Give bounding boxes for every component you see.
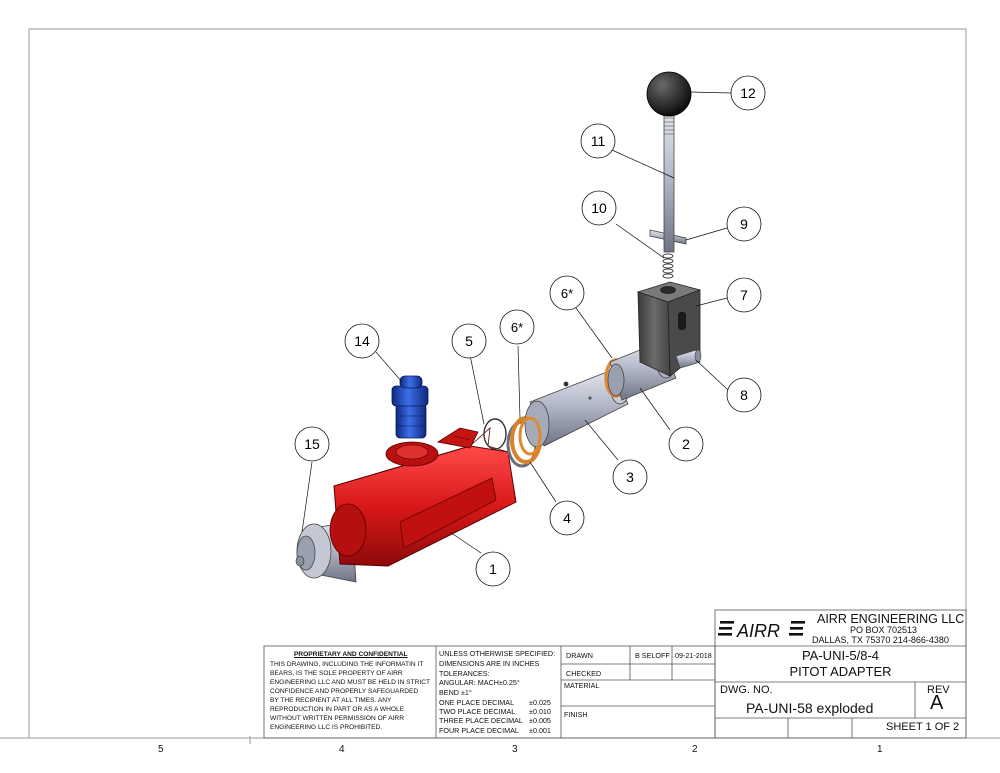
part-8-screw xyxy=(675,349,702,369)
tolerance-line: UNLESS OTHERWISE SPECIFIED: xyxy=(439,649,556,658)
decimal-value: ±0.025 xyxy=(529,698,551,707)
company-address-2: DALLAS, TX 75370 214-866-4380 xyxy=(812,635,949,645)
zone-label: 5 xyxy=(158,744,164,755)
material-label: MATERIAL xyxy=(564,681,600,690)
part-6-oring-lower xyxy=(518,416,542,456)
balloon-label: 10 xyxy=(591,200,607,216)
part-10-spring xyxy=(662,253,674,279)
tolerance-line: TOLERANCES: xyxy=(439,669,490,678)
balloon-11: 11 xyxy=(580,123,616,159)
proprietary-line: BEARS, IS THE SOLE PROPERTY OF AIRR xyxy=(270,670,403,677)
balloon-label: 6* xyxy=(511,320,523,335)
balloon-10: 10 xyxy=(581,190,617,226)
company-name: AIRR ENGINEERING LLC xyxy=(817,612,965,626)
airr-logo: AIRR xyxy=(718,621,805,641)
balloon-label: 3 xyxy=(626,469,634,485)
balloon-2: 2 xyxy=(668,426,704,462)
tolerance-line: DIMENSIONS ARE IN INCHES xyxy=(439,659,540,668)
dwg-no: PA-UNI-58 exploded xyxy=(746,700,874,716)
balloon-4: 4 xyxy=(549,500,585,536)
part-5-retaining-ring xyxy=(483,418,507,450)
balloon-label: 4 xyxy=(563,510,571,526)
proprietary-line: CONFIDENCE AND PROPERLY SAFEGUARDED xyxy=(270,688,419,695)
zone-label: 2 xyxy=(692,744,698,755)
tolerance-line: BEND ±1° xyxy=(439,688,472,697)
part-14-fitting xyxy=(391,375,429,439)
balloon-label: 11 xyxy=(591,133,606,149)
balloon-12: 12 xyxy=(730,75,766,111)
balloon-label: 8 xyxy=(740,387,748,403)
proprietary-line: THIS DRAWING, INCLUDING THE INFORMATIN I… xyxy=(270,661,424,668)
proprietary-line: ENGINEERING LLC IS PROHIBITED. xyxy=(270,724,383,731)
zone-label: 1 xyxy=(877,744,883,755)
part-11-shaft xyxy=(663,111,675,253)
decimal-value: ±0.010 xyxy=(529,707,551,716)
proprietary-heading: PROPRIETARY AND CONFIDENTIAL xyxy=(294,651,408,658)
decimal-value: ±0.005 xyxy=(529,716,551,725)
sheet-number: SHEET 1 OF 2 xyxy=(886,721,960,733)
balloon-3: 3 xyxy=(612,459,648,495)
decimal-label: TWO PLACE DECIMAL xyxy=(439,707,516,716)
balloon-15: 15 xyxy=(294,426,330,462)
decimal-label: THREE PLACE DECIMAL xyxy=(439,716,523,725)
drawn-by: B SELOFF xyxy=(635,651,670,660)
decimal-label: FOUR PLACE DECIMAL xyxy=(439,726,519,735)
proprietary-line: REPRODUCTION IN PART OR AS A WHOLE xyxy=(270,706,405,713)
logo-text: AIRR xyxy=(736,621,780,641)
zone-label: 4 xyxy=(339,744,345,755)
part-number: PA-UNI-5/8-4 xyxy=(801,648,880,663)
balloon-label: 7 xyxy=(740,287,748,303)
checked-label: CHECKED xyxy=(566,669,602,678)
leader-lines xyxy=(301,91,732,554)
balloon-1: 1 xyxy=(475,551,511,587)
balloon-label: 9 xyxy=(740,216,748,232)
balloon-9: 9 xyxy=(726,206,762,242)
part-name: PITOT ADAPTER xyxy=(789,664,892,679)
drawn-date: 09-21-2018 xyxy=(675,651,712,660)
decimal-value: ±0.001 xyxy=(529,726,551,735)
zone-label: 3 xyxy=(512,744,518,755)
balloon-label: 2 xyxy=(682,436,690,452)
balloon-label: 15 xyxy=(304,436,320,452)
dwg-no-label: DWG. NO. xyxy=(720,684,773,696)
tolerance-line: ANGULAR: MACH±0.25° xyxy=(439,678,520,687)
balloon-6-lower: 6* xyxy=(499,309,535,345)
decimal-label: ONE PLACE DECIMAL xyxy=(439,698,515,707)
balloon-14: 14 xyxy=(344,323,380,359)
finish-label: FINISH xyxy=(564,710,588,719)
rev-value: A xyxy=(930,692,944,714)
balloon-label: 14 xyxy=(354,333,370,349)
balloon-6-upper: 6* xyxy=(549,275,585,311)
proprietary-line: BY THE RECIPIENT AT ALL TIMES. ANY xyxy=(270,697,392,704)
proprietary-line: ENGINEERING LLC AND MUST BE HELD IN STRI… xyxy=(270,679,430,686)
title-block-lines xyxy=(263,609,967,739)
balloon-label: 12 xyxy=(740,85,756,101)
proprietary-line: WITHOUT WRITTEN PERMISSION OF AIRR xyxy=(270,715,404,722)
balloon-label: 5 xyxy=(465,333,473,349)
balloon-label: 1 xyxy=(489,561,497,577)
balloon-label: 6* xyxy=(561,286,573,301)
rev-label: REV xyxy=(927,684,950,696)
balloon-5: 5 xyxy=(451,323,487,359)
part-12-knob xyxy=(646,71,692,117)
balloon-7: 7 xyxy=(726,277,762,313)
company-address-1: PO BOX 702513 xyxy=(850,625,918,635)
part-1-housing xyxy=(329,426,517,567)
drawn-label: DRAWN xyxy=(566,651,593,660)
sheet-border xyxy=(28,28,967,739)
balloon-8: 8 xyxy=(726,377,762,413)
